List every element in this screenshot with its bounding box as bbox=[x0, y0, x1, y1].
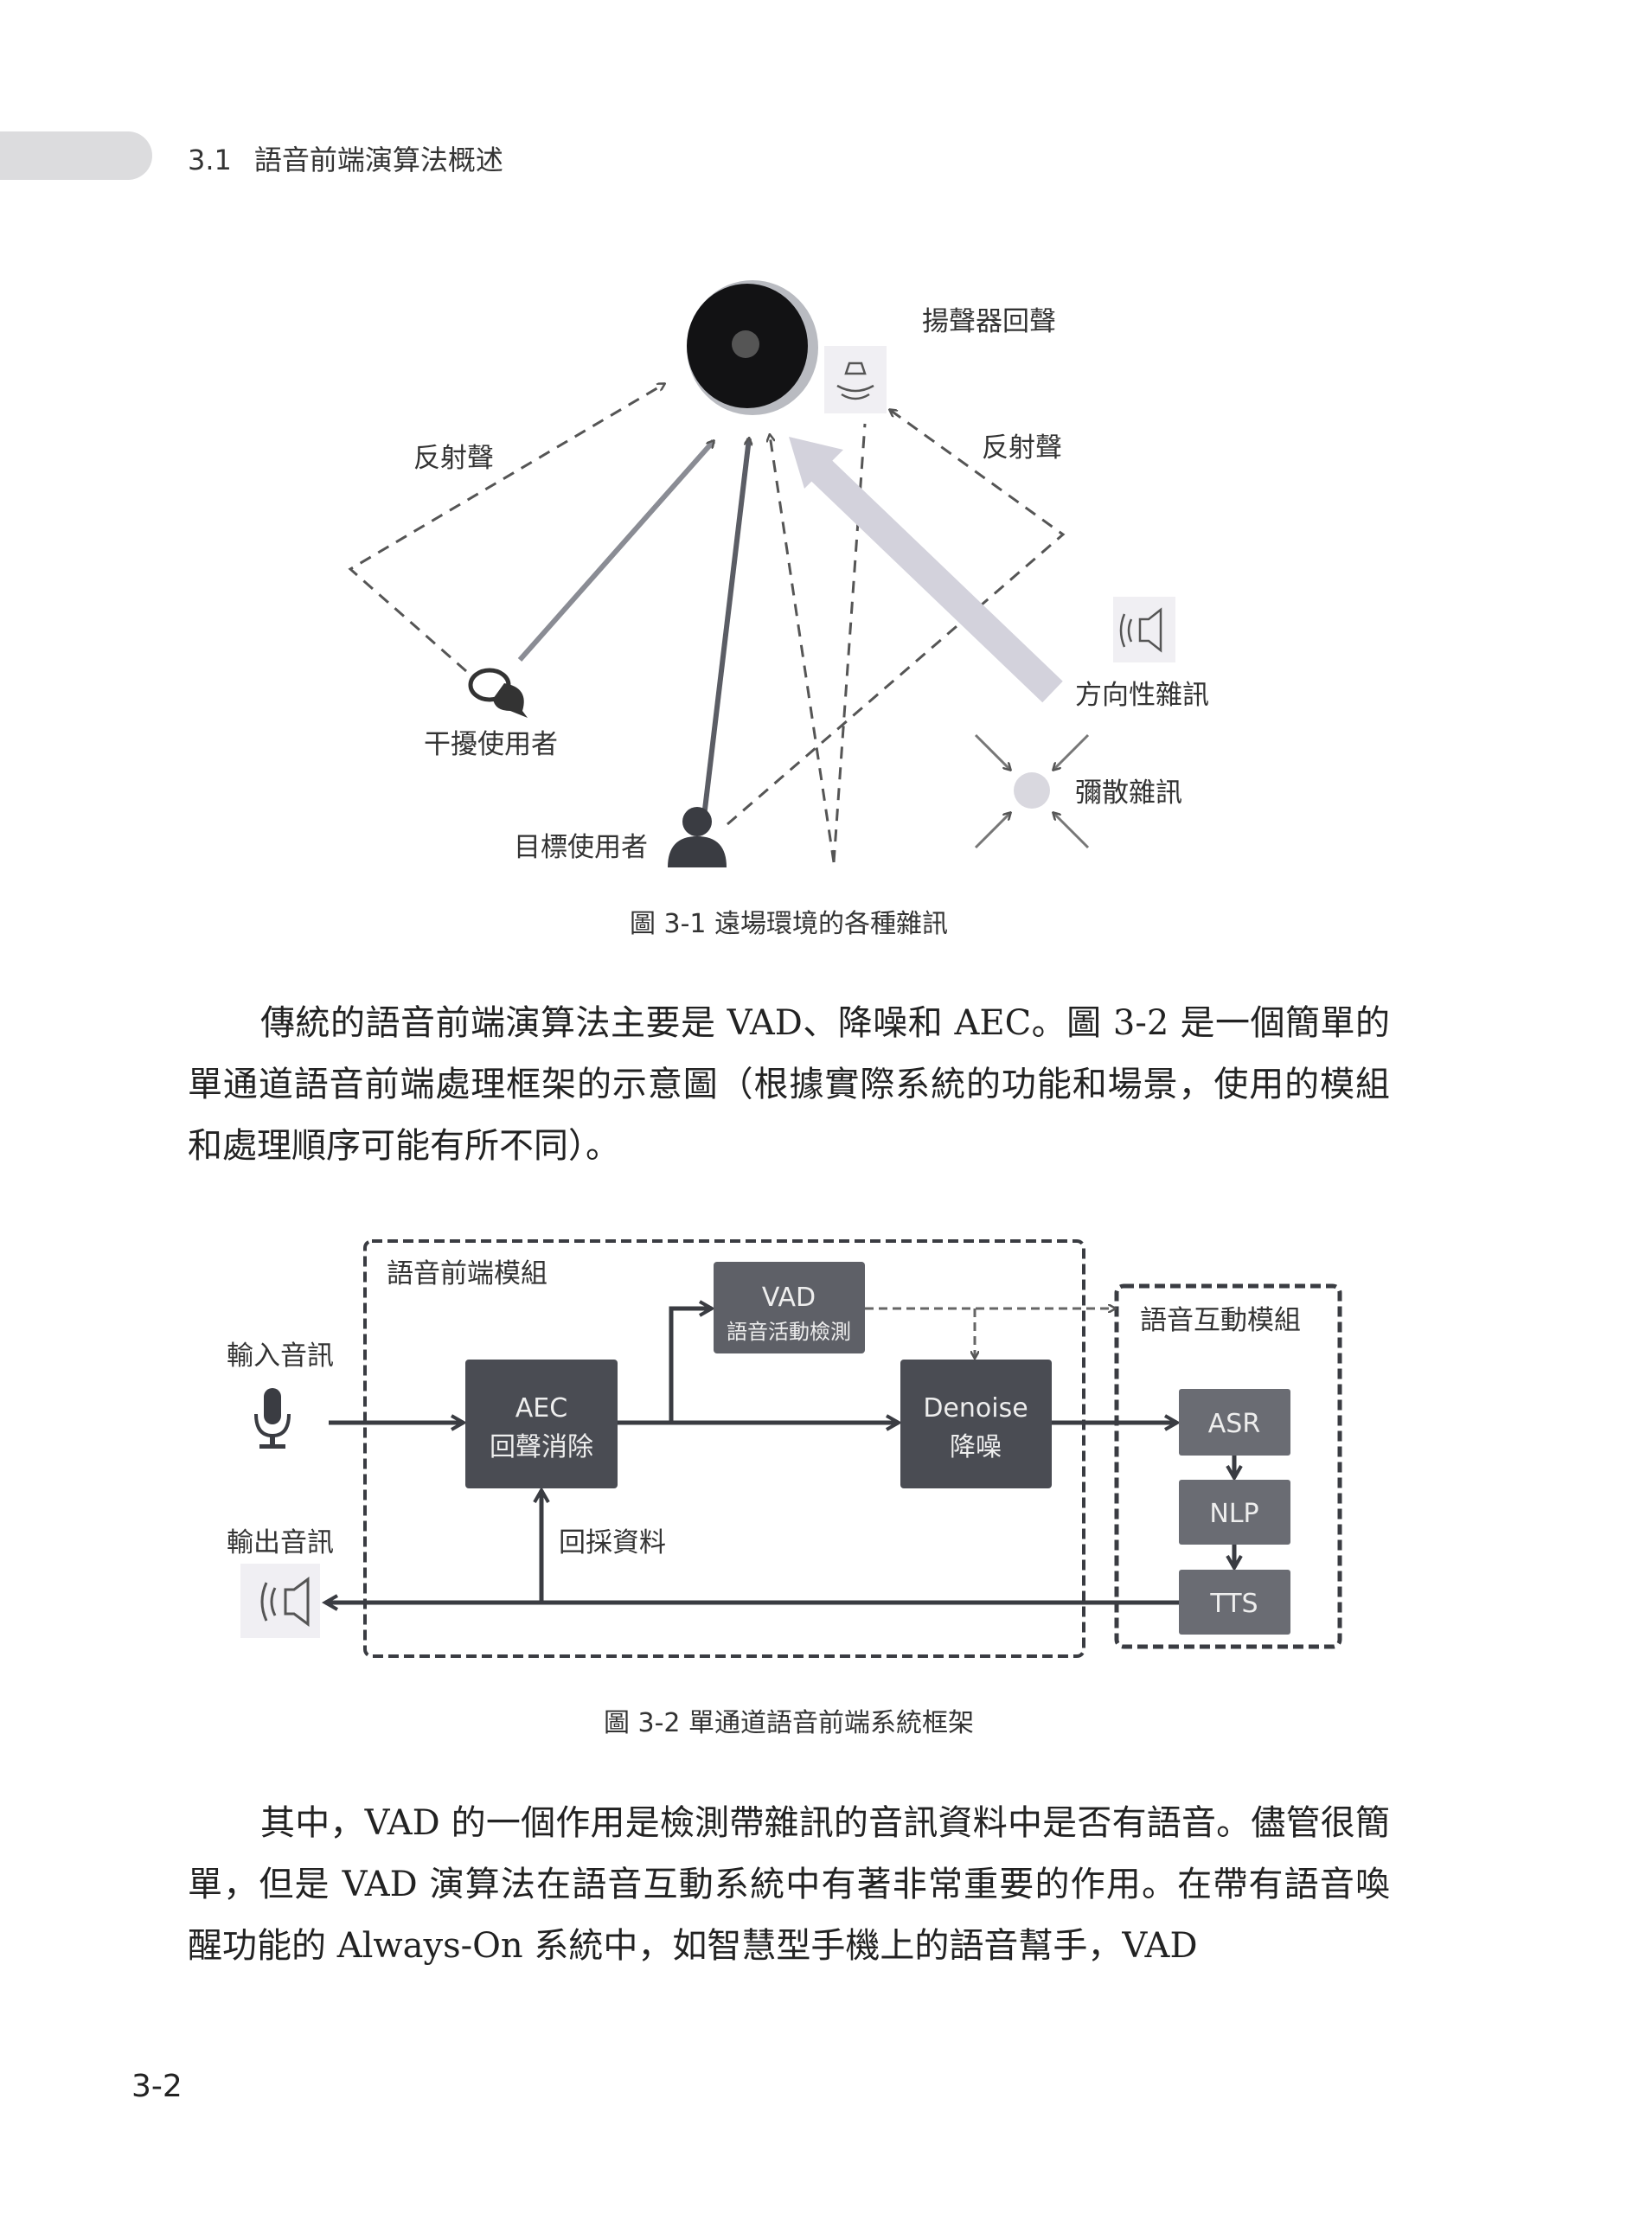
body-paragraph-2: 其中，VAD 的一個作用是檢測帶雜訊的音訊資料中是否有語音。儘管很簡單，但是 V… bbox=[188, 1793, 1390, 1977]
label-loopback: 回採資料 bbox=[559, 1527, 666, 1558]
vad-block bbox=[714, 1262, 865, 1353]
target-arrow bbox=[700, 438, 749, 832]
label-directional-noise: 方向性雜訊 bbox=[1075, 680, 1209, 711]
aec-label: AEC bbox=[515, 1393, 567, 1424]
figure-3-2: 語音前端模組 語音互動模組 輸入音訊 輸出音訊 AEC 回聲消除 bbox=[227, 1239, 1342, 1738]
label-input-audio: 輸入音訊 bbox=[227, 1341, 334, 1372]
nlp-label: NLP bbox=[1209, 1499, 1258, 1529]
paragraph-text: 其中，VAD 的一個作用是檢測帶雜訊的音訊資料中是否有語音。儘管很簡單，但是 V… bbox=[188, 1803, 1390, 1966]
section-title: 語音前端演算法概述 bbox=[253, 144, 503, 176]
label-interaction-module: 語音互動模組 bbox=[1140, 1305, 1301, 1336]
label-reflection-right: 反射聲 bbox=[982, 432, 1062, 464]
person-icon bbox=[668, 807, 727, 867]
denoise-label: Denoise bbox=[923, 1393, 1028, 1424]
frontend-module-box bbox=[363, 1239, 1085, 1658]
smart-speaker-device bbox=[687, 280, 818, 415]
vad-label: VAD bbox=[762, 1283, 816, 1313]
denoise-block bbox=[900, 1360, 1052, 1488]
aec-sublabel: 回聲消除 bbox=[490, 1432, 593, 1462]
microphone-icon bbox=[254, 1388, 291, 1449]
label-output-audio: 輸出音訊 bbox=[227, 1527, 334, 1558]
label-interfering-user: 干擾使用者 bbox=[424, 729, 558, 760]
tts-label: TTS bbox=[1209, 1589, 1258, 1619]
asr-label: ASR bbox=[1208, 1409, 1260, 1439]
body-paragraph-1: 傳統的語音前端演算法主要是 VAD、降噪和 AEC。圖 3-2 是一個簡單的單通… bbox=[188, 993, 1390, 1177]
speaker-echo-icon bbox=[824, 346, 887, 413]
directional-noise-speaker-icon bbox=[1113, 597, 1175, 662]
interferer-arrow bbox=[517, 441, 714, 662]
page-number: 3-2 bbox=[131, 2069, 182, 2104]
running-header: 3.1 語音前端演算法概述 bbox=[188, 138, 526, 178]
directional-noise-arrow bbox=[798, 447, 1063, 703]
interaction-module-box bbox=[1114, 1283, 1342, 1649]
nlp-block bbox=[1179, 1480, 1290, 1545]
label-frontend-module: 語音前端模組 bbox=[387, 1258, 547, 1289]
label-reflection-left: 反射聲 bbox=[413, 443, 494, 474]
section-number: 3.1 bbox=[188, 144, 232, 176]
chat-bubbles-icon bbox=[468, 668, 528, 718]
diffuse-noise-icon bbox=[974, 733, 1090, 849]
header-tab-decoration bbox=[0, 131, 152, 180]
figure-3-1: 揚聲器回聲 反射聲 反射聲 干擾使用者 目標使用者 方向性雜訊 bbox=[348, 280, 1209, 939]
tts-block bbox=[1179, 1570, 1290, 1635]
aec-block bbox=[465, 1360, 618, 1488]
reflection-paths bbox=[348, 384, 1066, 863]
label-target-user: 目標使用者 bbox=[514, 832, 648, 863]
vad-sublabel: 語音活動檢測 bbox=[727, 1320, 851, 1344]
label-speaker-echo: 揚聲器回聲 bbox=[922, 306, 1056, 337]
denoise-sublabel: 降噪 bbox=[950, 1432, 1002, 1462]
paragraph-text: 傳統的語音前端演算法主要是 VAD、降噪和 AEC。圖 3-2 是一個簡單的單通… bbox=[188, 1003, 1390, 1166]
figure-3-1-caption: 圖 3-1 遠場環境的各種雜訊 bbox=[630, 909, 948, 939]
figure-3-2-caption: 圖 3-2 單通道語音前端系統框架 bbox=[604, 1708, 974, 1738]
label-diffuse-noise: 彌散雜訊 bbox=[1075, 777, 1182, 809]
asr-block bbox=[1179, 1389, 1290, 1456]
